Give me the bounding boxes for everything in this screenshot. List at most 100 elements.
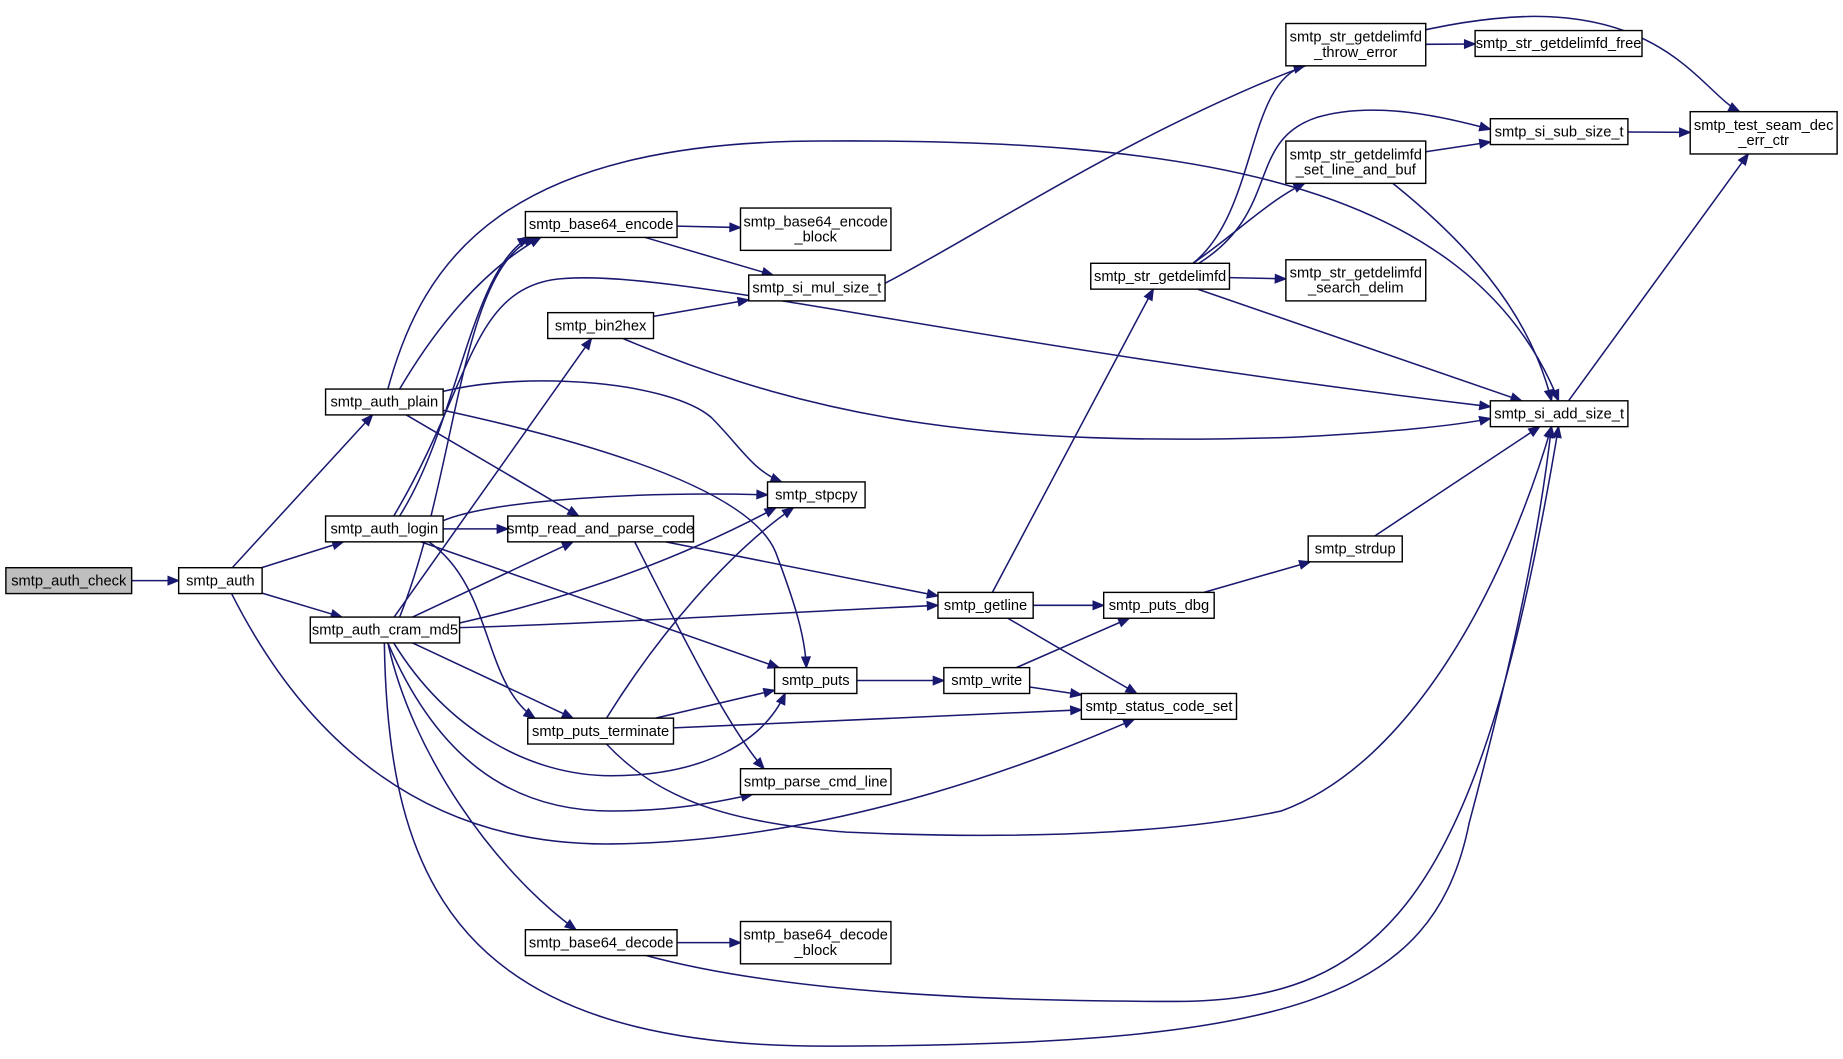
node-smtp-si-sub-size-t[interactable]: smtp_si_sub_size_t xyxy=(1489,118,1629,146)
call-edge-smtp_auth_cram_md5-to-smtp_puts_terminate xyxy=(412,642,575,719)
arrowhead-icon xyxy=(1298,559,1312,570)
call-edge-smtp_auth_cram_md5-to-smtp_read_and_parse_code xyxy=(412,541,575,618)
call-edge-smtp_auth_cram_md5-to-smtp_base64_encode xyxy=(398,236,537,618)
arrowhead-icon xyxy=(736,296,751,307)
call-edge-smtp_base64_encode-to-smtp_base64_encode_block xyxy=(677,222,743,233)
arrowhead-icon xyxy=(167,575,181,586)
call-edge-smtp_auth_login-to-smtp_base64_encode xyxy=(398,236,531,517)
node-label: smtp_stpcpy xyxy=(775,488,858,504)
arrowhead-icon xyxy=(926,588,940,599)
node-smtp-puts-terminate[interactable]: smtp_puts_terminate xyxy=(527,717,675,745)
node-label: smtp_bin2hex xyxy=(555,318,647,334)
node-label: _block xyxy=(793,230,837,246)
arrowhead-icon xyxy=(1679,127,1692,138)
node-smtp-puts[interactable]: smtp_puts xyxy=(773,666,858,695)
call-edge-smtp_bin2hex-to-smtp_si_mul_size_t xyxy=(653,296,751,318)
call-edge-smtp_str_getdelimfd_throw_error-to-smtp_str_getdelimfd_free xyxy=(1425,38,1477,50)
call-edge-smtp_puts_dbg-to-smtp_strdup xyxy=(1203,559,1312,594)
node-label: smtp_auth_check xyxy=(11,573,127,589)
node-box xyxy=(547,311,655,340)
arrowhead-icon xyxy=(566,505,581,517)
node-smtp-si-mul-size-t[interactable]: smtp_si_mul_size_t xyxy=(748,274,886,302)
call-edge-smtp_puts-to-smtp_write xyxy=(856,675,946,686)
call-edge-smtp_auth-to-smtp_auth_login xyxy=(261,540,345,569)
call-edge-smtp_read_and_parse_code-to-smtp_getline xyxy=(665,541,940,599)
call-edge-smtp_auth_check-to-smtp_auth xyxy=(131,575,181,586)
node-label: smtp_puts_dbg xyxy=(1109,598,1209,614)
arrowhead-icon xyxy=(1478,415,1492,426)
node-smtp-base64-decode-block[interactable]: smtp_base64_decode_block xyxy=(739,920,892,965)
node-smtp-parse-cmd-line[interactable]: smtp_parse_cmd_line xyxy=(739,767,892,796)
arrowhead-icon xyxy=(766,659,781,669)
arrowhead-icon xyxy=(769,473,784,483)
arrowhead-icon xyxy=(932,675,946,686)
call-edges xyxy=(131,15,1750,1047)
node-label: smtp_status_code_set xyxy=(1085,699,1232,715)
arrowhead-icon xyxy=(1737,152,1750,167)
node-label: _set_line_and_buf xyxy=(1295,163,1417,179)
node-box xyxy=(5,567,133,595)
node-smtp-write[interactable]: smtp_write xyxy=(943,666,1031,695)
node-box xyxy=(773,666,858,695)
node-smtp-str-getdelimfd[interactable]: smtp_str_getdelimfd xyxy=(1090,262,1231,290)
node-smtp-auth[interactable]: smtp_auth xyxy=(177,567,263,595)
call-edge-smtp_getline-to-smtp_str_getdelimfd xyxy=(991,287,1155,593)
node-label: smtp_base64_encode xyxy=(529,217,674,233)
node-smtp-puts-dbg[interactable]: smtp_puts_dbg xyxy=(1102,591,1215,619)
call-edge-smtp_puts_terminate-to-smtp_status_code_set xyxy=(673,705,1083,729)
node-label: smtp_test_seam_dec xyxy=(1694,118,1834,134)
arrowhead-icon xyxy=(522,707,537,720)
node-label: smtp_si_mul_size_t xyxy=(752,281,881,297)
node-box xyxy=(766,481,866,509)
call-edge-smtp_read_and_parse_code-to-smtp_parse_cmd_line xyxy=(634,541,766,770)
node-smtp-strdup[interactable]: smtp_strdup xyxy=(1307,535,1403,563)
node-label: smtp_str_getdelimfd xyxy=(1290,265,1422,281)
arrowhead-icon xyxy=(1543,425,1554,439)
arrowhead-icon xyxy=(763,507,778,518)
node-smtp-auth-login[interactable]: smtp_auth_login xyxy=(324,515,444,543)
node-smtp-auth-plain[interactable]: smtp_auth_plain xyxy=(324,388,444,416)
node-label: smtp_puts xyxy=(782,673,850,689)
call-edge-smtp_base64_decode-to-smtp_si_add_size_t xyxy=(646,425,1562,1003)
node-smtp-bin2hex[interactable]: smtp_bin2hex xyxy=(547,311,655,340)
node-box xyxy=(1689,110,1838,155)
call-edge-smtp_puts_terminate-to-smtp_puts xyxy=(655,687,777,719)
node-smtp-base64-encode[interactable]: smtp_base64_encode xyxy=(524,210,678,239)
node-smtp-str-getdelimfd-throw-error[interactable]: smtp_str_getdelimfd_throw_error xyxy=(1285,22,1427,67)
node-box xyxy=(1090,262,1231,290)
node-smtp-read-and-parse-code[interactable]: smtp_read_and_parse_code xyxy=(507,515,695,543)
node-box xyxy=(1285,259,1427,302)
node-label: smtp_auth_plain xyxy=(330,395,438,411)
node-smtp-str-getdelimfd-free[interactable]: smtp_str_getdelimfd_free xyxy=(1474,29,1643,58)
node-box xyxy=(1307,535,1403,563)
node-box xyxy=(324,388,444,416)
node-smtp-si-add-size-t[interactable]: smtp_si_add_size_t xyxy=(1489,400,1629,428)
node-box xyxy=(943,666,1031,695)
node-smtp-str-getdelimfd-set-line-and-buf[interactable]: smtp_str_getdelimfd_set_line_and_buf xyxy=(1285,140,1427,185)
node-box xyxy=(937,591,1034,619)
arrowhead-icon xyxy=(563,919,578,931)
call-edge-smtp_auth-to-smtp_auth_plain xyxy=(231,413,374,569)
node-smtp-getline[interactable]: smtp_getline xyxy=(937,591,1034,619)
arrowhead-icon xyxy=(1124,683,1139,695)
node-smtp-test-seam-dec-err-ctr[interactable]: smtp_test_seam_dec_err_ctr xyxy=(1689,110,1838,155)
node-box xyxy=(739,920,892,965)
node-smtp-base64-decode[interactable]: smtp_base64_decode xyxy=(524,929,678,957)
node-smtp-base64-encode-block[interactable]: smtp_base64_encode_block xyxy=(739,207,892,252)
node-box xyxy=(1474,29,1643,58)
arrowhead-icon xyxy=(1478,121,1492,132)
arrowhead-icon xyxy=(560,541,575,552)
node-smtp-stpcpy[interactable]: smtp_stpcpy xyxy=(766,481,866,509)
node-label: smtp_auth xyxy=(186,573,255,589)
node-smtp-status-code-set[interactable]: smtp_status_code_set xyxy=(1080,692,1238,721)
node-label: smtp_str_getdelimfd_free xyxy=(1476,36,1642,52)
arrowhead-icon xyxy=(1092,600,1106,611)
node-smtp-str-getdelimfd-search-delim[interactable]: smtp_str_getdelimfd_search_delim xyxy=(1285,259,1427,302)
node-box xyxy=(748,274,886,302)
node-label: smtp_puts_terminate xyxy=(532,724,669,740)
node-box xyxy=(527,717,675,745)
call-edge-smtp_auth_plain-to-smtp_read_and_parse_code xyxy=(405,414,581,517)
node-smtp-auth-cram-md5[interactable]: smtp_auth_cram_md5 xyxy=(309,616,461,644)
node-smtp-auth-check[interactable]: smtp_auth_check xyxy=(5,567,133,595)
